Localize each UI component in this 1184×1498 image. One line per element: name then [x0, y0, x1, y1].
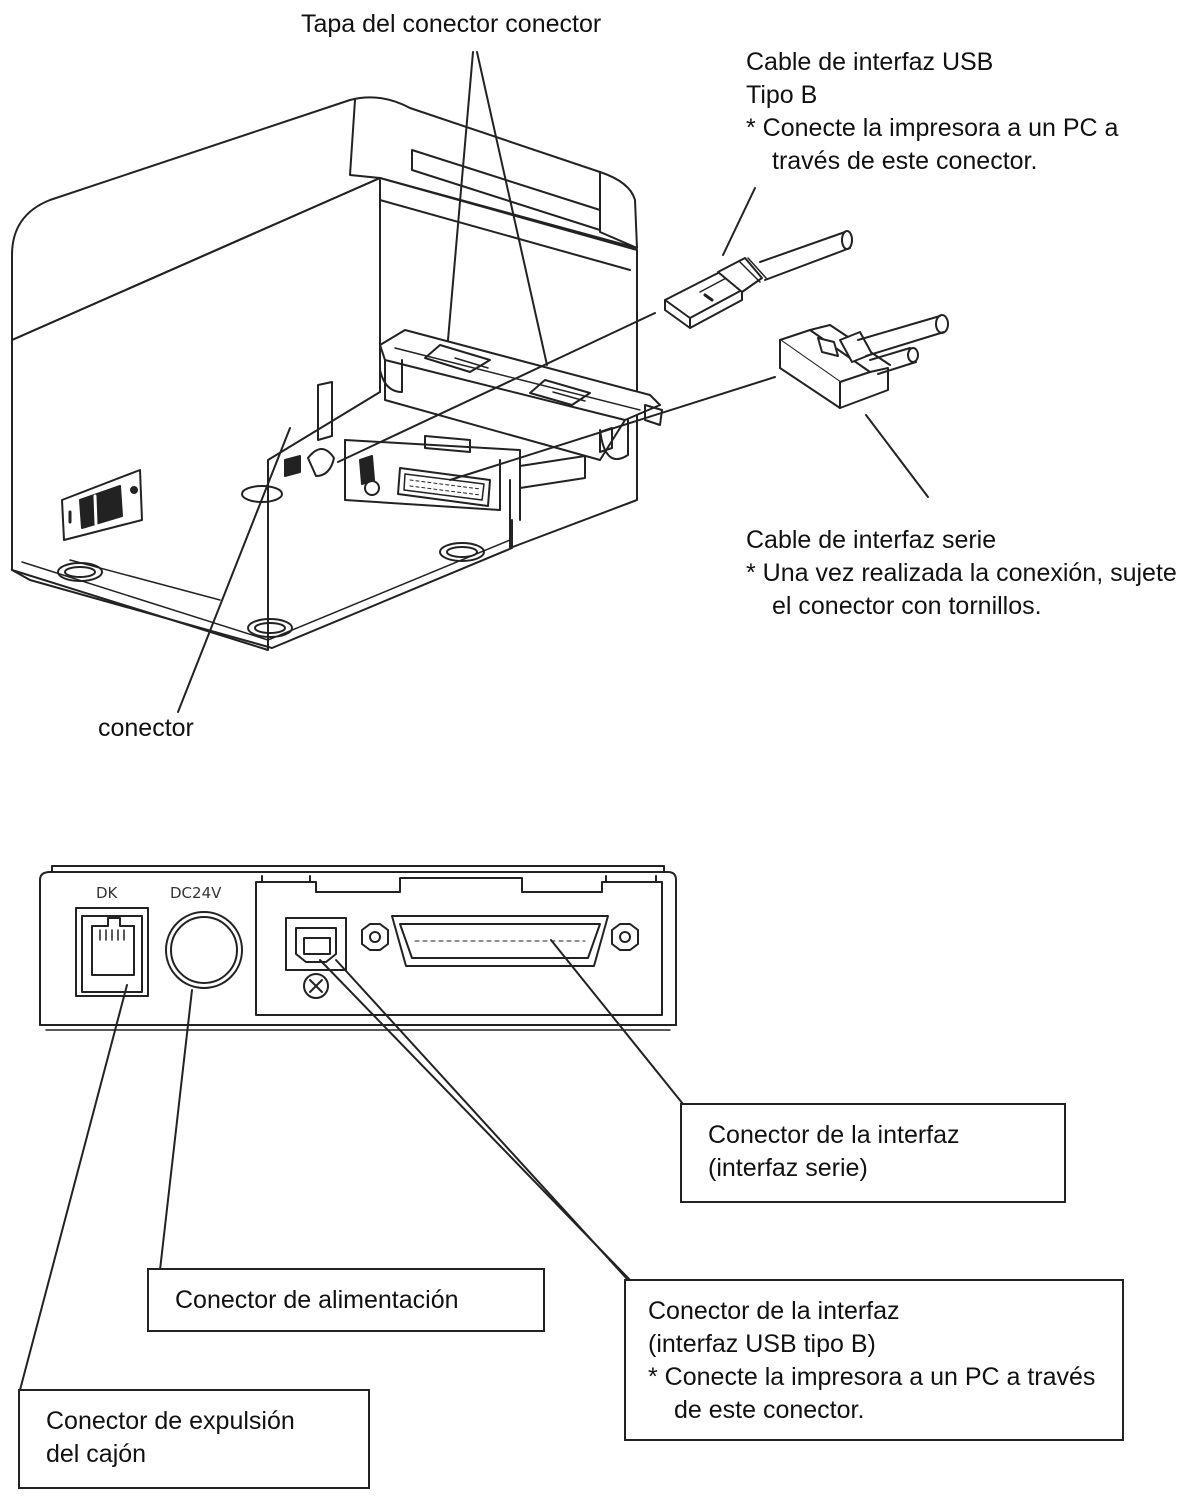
serial-interface-callout-line2: (interfaz serie): [708, 1154, 868, 1182]
usb-cable-label-line2: Tipo B: [746, 81, 818, 109]
usb-interface-callout-line1: Conector de la interfaz: [648, 1297, 900, 1325]
usb-interface-callout-note: * Conecte la impresora a un PC a través …: [648, 1363, 1096, 1424]
usb-interface-callout-line2: (interfaz USB tipo B): [648, 1330, 876, 1358]
power-connector-callout: Conector de alimentación: [147, 1268, 545, 1332]
serial-cable-label-line1: Cable de interfaz serie: [746, 526, 997, 554]
usb-cable-illustration: [664, 230, 853, 329]
serial-cable-illustration: [779, 314, 949, 409]
rear-leader-lines: [19, 939, 684, 1391]
connector-label: conector: [98, 714, 194, 742]
top-leader-lines: [177, 51, 929, 713]
drawer-kick-callout-line2: del cajón: [46, 1440, 147, 1468]
usb-interface-callout: Conector de la interfaz (interfaz USB ti…: [624, 1279, 1124, 1441]
usb-cable-label-line1: Cable de interfaz USB: [746, 48, 994, 76]
serial-cable-label: Cable de interfaz serie * Una vez realiz…: [746, 524, 1182, 623]
power-connector-callout-line1: Conector de alimentación: [175, 1286, 459, 1314]
serial-cable-note: * Una vez realizada la conexión, sujete …: [746, 559, 1177, 620]
serial-interface-callout-line1: Conector de la interfaz: [708, 1121, 960, 1149]
connector-cover-label: Tapa del conector conector: [301, 10, 602, 38]
rear-panel: DK DC24V: [39, 865, 677, 1031]
serial-interface-callout: Conector de la interfaz (interfaz serie): [680, 1103, 1066, 1203]
usb-cable-note: * Conecte la impresora a un PC a través …: [746, 114, 1119, 175]
usb-cable-label: Cable de interfaz USB Tipo B * Conecte l…: [746, 46, 1182, 178]
dk-panel-text: DK: [96, 884, 119, 902]
drawer-kick-callout: Conector de expulsión del cajón: [18, 1389, 370, 1489]
drawer-kick-callout-line1: Conector de expulsión: [46, 1407, 295, 1435]
printer-illustration: [11, 96, 663, 651]
dc24v-panel-text: DC24V: [170, 884, 222, 902]
